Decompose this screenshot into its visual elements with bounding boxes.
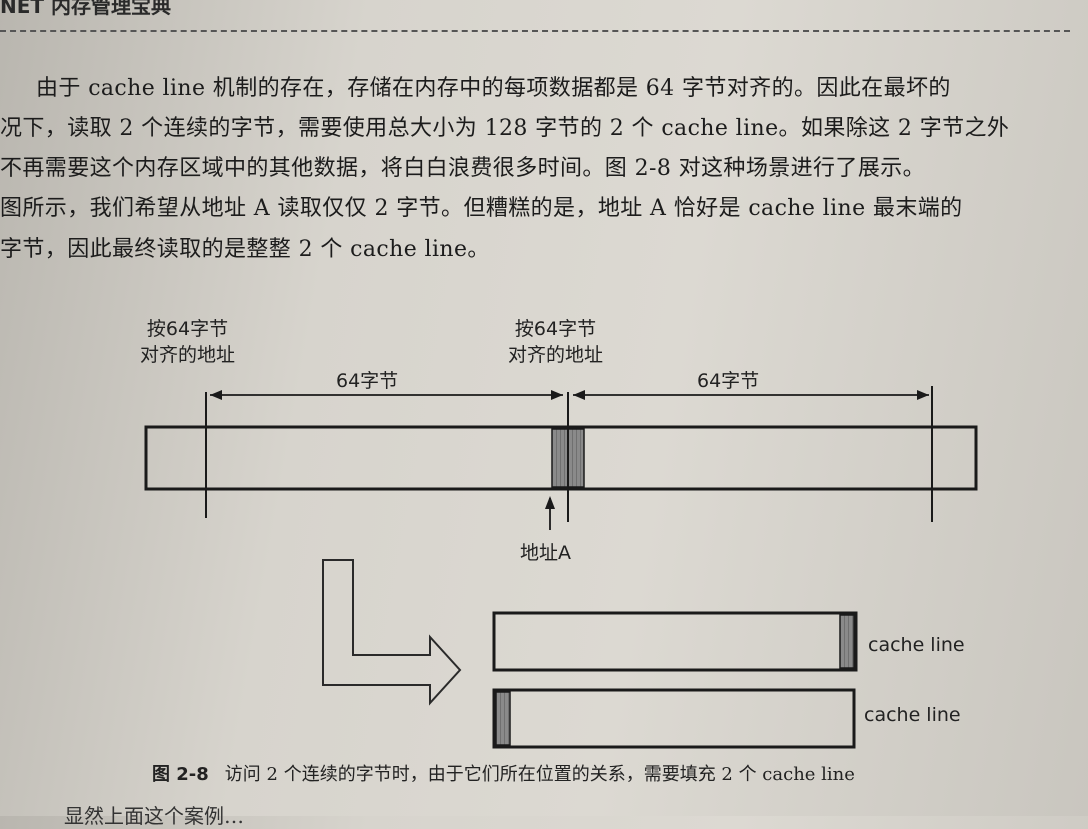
- address-a-arrow: [545, 496, 555, 530]
- flow-arrow: [322, 559, 462, 706]
- cache-line-top-filled-byte: [839, 614, 855, 669]
- paragraph-line: 由于 cache line 机制的存在，存储在内存中的每项数据都是 64 字节对…: [36, 76, 951, 101]
- paragraph-line: 况下，读取 2 个连续的字节，需要使用总大小为 128 字节的 2 个 cach…: [0, 116, 1010, 141]
- cache-line-bottom-filled-byte: [495, 691, 511, 746]
- partial-next-line: 显然上面这个案例…: [64, 804, 244, 828]
- cache-line-box-top: [492, 611, 858, 672]
- figure-caption: 图 2-8 访问 2 个连续的字节时，由于它们所在位置的关系，需要填充 2 个 c…: [152, 760, 855, 786]
- aligned-address-label-mid: 按64字节 对齐的地址: [508, 316, 603, 368]
- cache-line-box-bottom: [492, 688, 856, 749]
- span-arrow-right: [573, 390, 929, 400]
- paragraph-line: 不再需要这个内存区域中的其他数据，将白白浪费很多时间。图 2-8 对这种场景进行…: [0, 156, 926, 181]
- memory-bar: [144, 425, 978, 491]
- cache-line-label-top: cache line: [868, 634, 965, 656]
- header-divider: [0, 30, 1070, 32]
- figure-caption-text: 访问 2 个连续的字节时，由于它们所在位置的关系，需要填充 2 个 cache …: [224, 764, 855, 785]
- span-label-right: 64字节: [697, 370, 760, 392]
- cache-line-label-bottom: cache line: [864, 704, 961, 726]
- book-header-title: NET 内存管理宝典: [0, 0, 172, 18]
- paragraph-line: 字节，因此最终读取的是整整 2 个 cache line。: [0, 237, 490, 262]
- aligned-address-label-left: 按64字节 对齐的地址: [140, 316, 235, 368]
- span-arrow-left: [210, 390, 563, 400]
- figure-caption-number: 图 2-8: [152, 764, 209, 785]
- paragraph-line: 图所示，我们希望从地址 A 读取仅仅 2 字节。但糟糕的是，地址 A 恰好是 c…: [0, 196, 963, 221]
- aligned-address-label-left-text: 按64字节 对齐的地址: [140, 318, 236, 366]
- aligned-address-label-mid-text: 按64字节 对齐的地址: [508, 318, 604, 366]
- address-a-label: 地址A: [520, 542, 571, 564]
- span-label-left: 64字节: [336, 370, 399, 392]
